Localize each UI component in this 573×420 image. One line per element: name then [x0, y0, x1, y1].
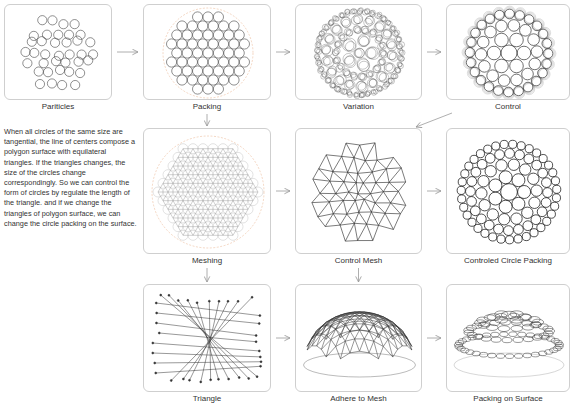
illustration — [447, 129, 570, 254]
panel-frame — [295, 4, 422, 100]
illustration — [144, 5, 271, 100]
panel-frame — [143, 128, 271, 254]
panel-frame — [446, 128, 570, 254]
panel-caption: Controled Circle Packing — [446, 256, 570, 266]
panel-caption: Control Mesh — [295, 256, 422, 266]
flow-arrow — [117, 52, 138, 53]
flow-arrow — [276, 52, 290, 53]
panel-frame — [295, 128, 422, 254]
panel-frame — [143, 4, 271, 100]
process-panel: Controled Circle Packing — [446, 128, 570, 266]
process-panel: Meshing — [143, 128, 271, 266]
process-panel: Control — [446, 4, 570, 112]
panel-caption: Meshing — [143, 256, 271, 266]
illustration — [296, 129, 422, 254]
flow-arrow — [276, 338, 290, 339]
description-note: When all circles of the same size are ta… — [4, 127, 137, 229]
panel-frame — [446, 4, 570, 100]
flow-arrow — [416, 113, 452, 127]
panel-frame — [446, 284, 570, 392]
flow-arrow — [427, 338, 441, 339]
panel-frame — [4, 4, 112, 100]
flow-arrow — [358, 268, 359, 282]
flow-arrow — [207, 114, 208, 126]
process-panel: Pariticles — [4, 4, 112, 112]
flow-arrow — [276, 191, 290, 192]
process-panel: Packing — [143, 4, 271, 112]
illustration — [296, 5, 422, 100]
panel-caption: Variation — [295, 102, 422, 112]
illustration — [447, 5, 570, 100]
panel-caption: Triangle — [143, 394, 271, 404]
panel-caption: Pariticles — [4, 102, 112, 112]
illustration — [447, 285, 570, 392]
panel-caption: Control — [446, 102, 570, 112]
flow-arrow — [427, 191, 441, 192]
illustration — [5, 5, 112, 100]
flow-arrow — [427, 52, 441, 53]
process-panel: Triangle — [143, 284, 271, 404]
process-panel: Variation — [295, 4, 422, 112]
panel-caption: Packing on Surface — [446, 394, 570, 404]
panel-frame — [295, 284, 422, 392]
panel-caption: Packing — [143, 102, 271, 112]
process-panel: Adhere to Mesh — [295, 284, 422, 404]
process-panel: Packing on Surface — [446, 284, 570, 404]
illustration — [296, 285, 422, 392]
process-panel: Control Mesh — [295, 128, 422, 266]
panel-frame — [143, 284, 271, 392]
flow-arrow — [207, 268, 208, 282]
illustration — [144, 285, 271, 392]
illustration — [144, 129, 271, 254]
panel-caption: Adhere to Mesh — [295, 394, 422, 404]
